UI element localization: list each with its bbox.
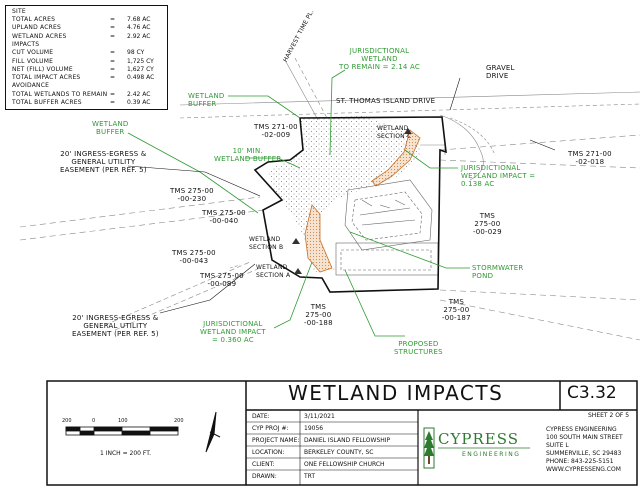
project-number-value: 19056 xyxy=(304,425,324,432)
site-table-row-label: IMPACTS xyxy=(12,40,40,48)
logo-text: CYPRESS xyxy=(438,430,520,448)
company-line-4: SUMMERVILLE, SC 29483 xyxy=(546,450,622,457)
site-table-row-label: TOTAL WETLANDS TO REMAIN xyxy=(12,90,108,98)
tms-275-089-label: TMS 275-00-00-089 xyxy=(200,272,244,288)
site-table-row-label: AVOIDANCE xyxy=(12,82,50,90)
wetland-impact-c xyxy=(371,129,421,187)
site-table-row-value: 4.76 AC xyxy=(127,24,151,32)
site-table-row-eq: = xyxy=(110,74,116,82)
project-name-label: PROJECT NAME: xyxy=(252,437,300,444)
scale-tick-3: 100 xyxy=(118,418,128,424)
section-b-marker xyxy=(292,238,300,244)
site-table-row-eq: = xyxy=(110,65,116,73)
site-table-row-value: 1,725 CY xyxy=(127,57,154,65)
site-table-row-label: TOTAL IMPACT ACRES xyxy=(12,74,81,82)
green-leaders xyxy=(127,69,470,337)
client-label: CLIENT: xyxy=(252,461,275,468)
section-a-marker xyxy=(294,268,302,274)
company-line-5: PHONE: 843-225-5151 xyxy=(546,458,614,465)
site-table-row-value: 1,627 CY xyxy=(127,65,154,73)
drawn-value: TRT xyxy=(304,473,316,480)
scale-text: 1 INCH = 200 FT. xyxy=(100,450,152,457)
site-table-header: SITE xyxy=(12,8,26,15)
client-value: ONE FELLOWSHIP CHURCH xyxy=(304,461,385,468)
wetland-impact-a xyxy=(304,204,333,273)
site-table-row-label: FILL VOLUME xyxy=(12,57,54,65)
project-number-label: CYP PROJ #: xyxy=(252,425,289,432)
site-table-row-value: 0.39 AC xyxy=(127,99,151,106)
site-table-row-eq: = xyxy=(110,32,116,40)
tms-275-040-label: TMS 275-00-00-040 xyxy=(202,209,246,225)
site-table-row-label: CUT VOLUME xyxy=(12,49,54,57)
st-thomas-drive-label: ST. THOMAS ISLAND DRIVE xyxy=(336,97,436,105)
tms-271-018-label: TMS 271-00-02-018 xyxy=(568,150,612,166)
sheet-title: WETLAND IMPACTS xyxy=(288,381,504,405)
site-table-row-eq: = xyxy=(110,49,116,57)
cypress-logo-icon xyxy=(423,427,435,469)
company-line-6: WWW.CYPRESSENG.COM xyxy=(546,466,621,473)
site-table-row-value: 2.42 AC xyxy=(127,90,151,98)
project-name-value: DANIEL ISLAND FELLOWSHIP xyxy=(304,437,391,444)
scale-bar xyxy=(65,426,179,436)
section-c-marker xyxy=(404,128,412,134)
site-features xyxy=(335,179,439,276)
tms-275-043-label: TMS 275-00-00-043 xyxy=(172,249,216,265)
date-value: 3/11/2021 xyxy=(304,413,335,420)
site-table-row-value: 7.68 AC xyxy=(127,16,151,23)
site-table-row-eq: = xyxy=(110,24,116,32)
property-boundary xyxy=(253,116,447,293)
site-table-row-label: TOTAL BUFFER ACRES xyxy=(12,99,82,106)
date-label: DATE: xyxy=(252,413,270,420)
scale-tick-1: 200 xyxy=(62,418,72,424)
location-label: LOCATION: xyxy=(252,449,285,456)
company-line-1: CYPRESS ENGINEERING xyxy=(546,426,617,433)
black-leaders xyxy=(127,77,556,314)
site-table-row-eq: = xyxy=(110,57,116,65)
site-table-row-label: UPLAND ACRES xyxy=(12,24,61,32)
tms-271-009-label: TMS 271-00-02-009 xyxy=(254,123,298,139)
site-table-row-value: 0.498 AC xyxy=(127,74,155,82)
site-table-row-eq: = xyxy=(110,99,116,106)
site-table-row-value: 98 CY xyxy=(127,49,145,57)
site-table-row-eq: = xyxy=(110,90,116,98)
drawn-label: DRAWN: xyxy=(252,473,277,480)
north-arrow-icon xyxy=(205,411,221,453)
min-wetland-buffer-label: 10' MIN.WETLAND BUFFER xyxy=(214,147,282,163)
site-table-row-label: NET (FILL) VOLUME xyxy=(12,65,73,73)
sheet-of: SHEET 2 OF 5 xyxy=(588,412,630,419)
logo-subtext: ENGINEERING xyxy=(462,451,521,458)
company-line-2: 100 SOUTH MAIN STREET xyxy=(546,434,623,441)
site-table-row-label: TOTAL ACRES xyxy=(12,16,56,23)
scale-tick-2: 0 xyxy=(92,418,96,424)
site-table-row-value: 2.92 AC xyxy=(127,32,151,40)
site-table-row-label: WETLAND ACRES xyxy=(12,32,67,40)
sheet-number: C3.32 xyxy=(567,383,617,403)
location-value: BERKELEY COUNTY, SC xyxy=(304,449,374,456)
tms-275-230-label: TMS 275-00-00-230 xyxy=(170,187,214,203)
scale-tick-4: 200 xyxy=(174,418,184,424)
site-table-row-eq: = xyxy=(110,16,116,23)
road-lines xyxy=(19,57,640,341)
company-line-3: SUITE L xyxy=(546,442,569,449)
site-data-table: SITE TOTAL ACRES = 7.68 AC UPLAND ACRES = 4.7… xyxy=(5,5,168,110)
title-block-frame xyxy=(46,380,638,486)
